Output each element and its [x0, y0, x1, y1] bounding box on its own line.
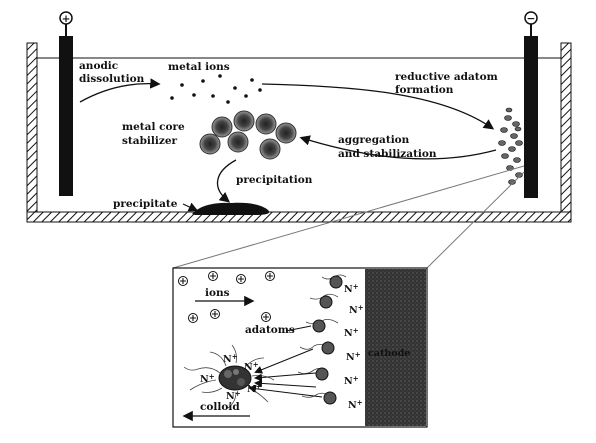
- anode-electrode: +: [59, 11, 73, 196]
- arrow-reduction: [261, 83, 495, 130]
- svg-text:+: +: [237, 274, 245, 285]
- arrow-precipitation: [217, 159, 237, 203]
- adatom-dots: [498, 107, 523, 185]
- inset-colloid-particle: N+ N+ N+ N+ N+: [183, 344, 275, 409]
- svg-text:N+: N+: [244, 360, 259, 373]
- label-anodic: anodic: [79, 60, 118, 72]
- electrolytic-cell: [26, 42, 572, 223]
- anode-terminal: [59, 11, 73, 25]
- ion-symbol: +: [261, 312, 271, 323]
- svg-text:N+: N+: [200, 372, 215, 385]
- ion-symbol: +: [188, 313, 198, 324]
- precipitate-blob: [192, 202, 270, 215]
- cathode-terminal: [524, 11, 538, 25]
- inset-ions: + + + + + + +: [178, 271, 275, 324]
- zoom-lines: [172, 165, 525, 269]
- metal-ion-dots: [170, 74, 262, 104]
- process-arrows: [79, 78, 497, 212]
- label-metal-ions: metal ions: [168, 61, 230, 73]
- svg-text:N+: N+: [226, 389, 241, 402]
- inset-ions-label: ions: [205, 287, 230, 299]
- svg-text:N+: N+: [344, 326, 359, 339]
- label-stabilizer: stabilizer: [122, 135, 178, 147]
- inset-n-markers: N+ N+ N+ N+ N+ N+: [344, 282, 364, 411]
- ion-symbol: +: [265, 271, 275, 282]
- svg-text:+: +: [262, 312, 270, 323]
- ion-symbol: +: [178, 276, 188, 287]
- inset-cathode-label: cathode: [368, 348, 410, 359]
- inset-panel: cathode + + + + +: [172, 267, 428, 428]
- stabilized-particle-cluster: [199, 110, 297, 160]
- inset-aggregation-arrows: [248, 348, 323, 398]
- svg-text:+: +: [211, 309, 219, 320]
- svg-text:N+: N+: [344, 374, 359, 387]
- cathode-electrode: −: [524, 11, 538, 198]
- inset-colloid-label: colloid: [200, 401, 240, 413]
- label-aggregation: aggregation: [338, 134, 410, 146]
- svg-text:N+: N+: [348, 398, 363, 411]
- cell-left-wall: [26, 42, 38, 220]
- anode-sign: +: [62, 13, 71, 25]
- ion-symbol: +: [210, 309, 220, 320]
- cell-right-wall: [560, 42, 572, 220]
- label-reductive-adatom: reductive adatom: [395, 71, 498, 83]
- svg-text:N+: N+: [344, 282, 359, 295]
- inset-adatoms-pointer: [285, 325, 312, 332]
- svg-text:+: +: [179, 276, 187, 287]
- svg-text:N+: N+: [346, 350, 361, 363]
- arrow-precipitate-label: [182, 202, 199, 212]
- label-dissolution: dissolution: [79, 73, 145, 85]
- label-precipitation: precipitation: [236, 174, 313, 186]
- ion-symbol: +: [236, 274, 246, 285]
- label-and-stabilization: and stabilization: [338, 148, 437, 160]
- label-metal-core: metal core: [122, 121, 185, 133]
- svg-text:+: +: [209, 271, 217, 282]
- svg-text:+: +: [266, 271, 274, 282]
- cell-bottom-wall: [26, 211, 572, 223]
- arrow-dissolution: [79, 78, 161, 103]
- ion-symbol: +: [208, 271, 218, 282]
- svg-text:+: +: [189, 313, 197, 324]
- label-formation: formation: [395, 84, 454, 96]
- arrow-aggregation: [299, 135, 497, 160]
- cathode-sign: −: [527, 13, 536, 25]
- inset-surface-adatoms: [297, 274, 347, 405]
- inset-adatoms-label: adatoms: [245, 324, 295, 336]
- svg-text:N+: N+: [223, 352, 238, 365]
- inset-cathode: [365, 269, 426, 426]
- label-precipitate: precipitate: [113, 198, 178, 210]
- svg-text:N+: N+: [349, 303, 364, 316]
